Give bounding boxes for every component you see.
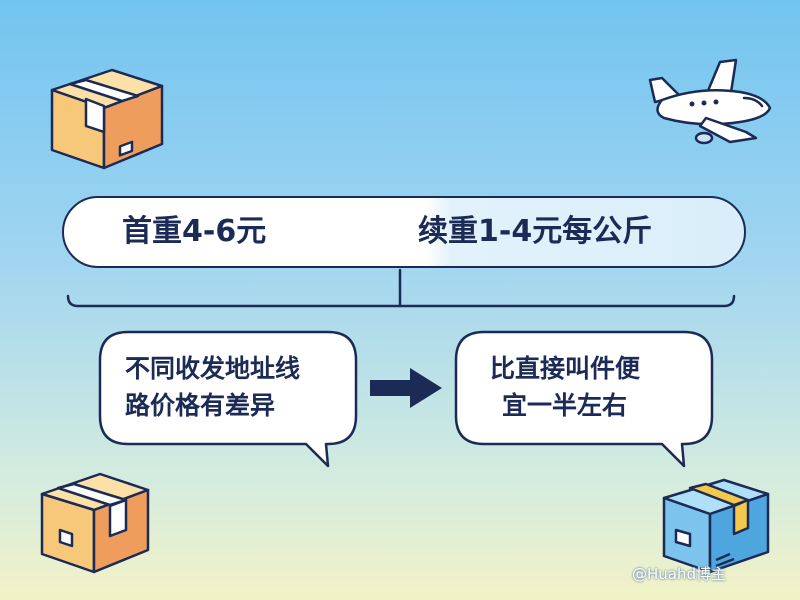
bubble-right-line2: 宜一半左右 (502, 391, 628, 420)
bracket (66, 268, 736, 308)
bubble-right-line1: 比直接叫件便 (490, 354, 641, 383)
additional-weight-price: 续重1-4元每公斤 (418, 214, 653, 249)
package-icon (662, 478, 770, 574)
price-bar (62, 196, 746, 268)
airplane-icon (648, 58, 772, 145)
bubble-left-line2: 路价格有差异 (125, 391, 276, 420)
package-icon (40, 472, 150, 574)
first-weight-price: 首重4-6元 (122, 214, 267, 249)
watermark: @Huahd博主 (632, 565, 727, 583)
speech-bubble-left (98, 330, 358, 468)
speech-bubble-right (454, 330, 714, 468)
package-icon (50, 68, 164, 170)
bubble-left-line1: 不同收发地址线 (125, 354, 301, 383)
arrow-right-icon (370, 368, 442, 408)
